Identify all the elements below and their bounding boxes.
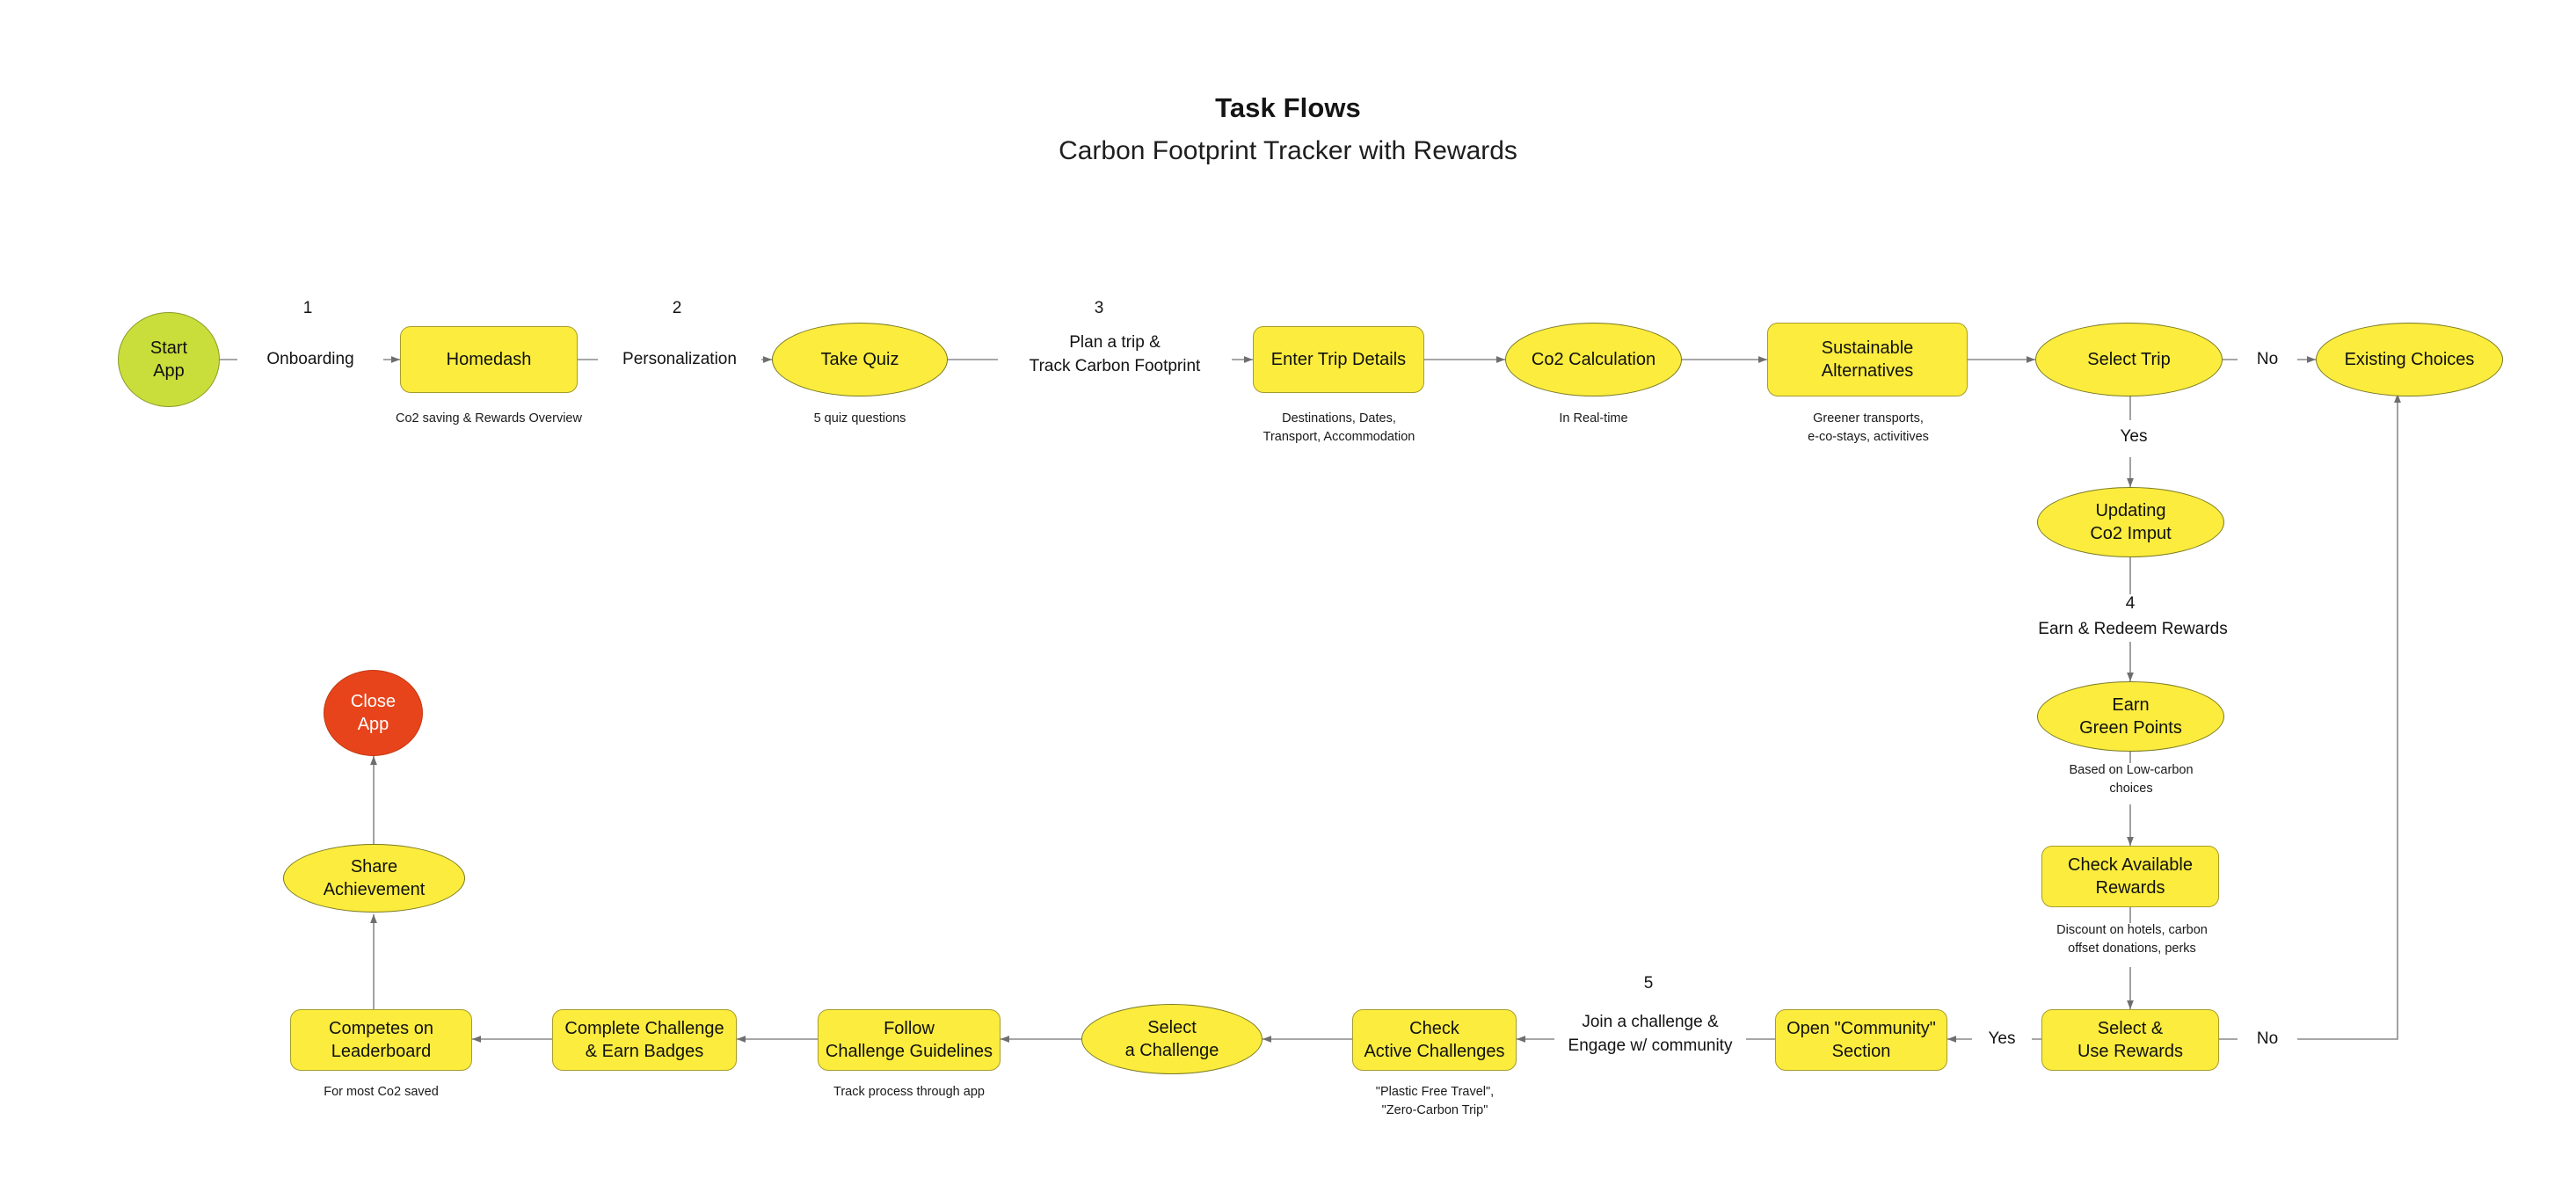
node-check-available-rewards[interactable]: Check Available Rewards [2041,846,2219,907]
caption-enter-trip-details: Destinations, Dates, Transport, Accommod… [1263,411,1415,444]
step-number-1: 1 [302,299,313,317]
node-sustainable-alternatives[interactable]: Sustainable Alternatives [1767,323,1968,396]
edge-label-rewards-yes: Yes [1972,1028,2032,1051]
node-complete-challenge-earn-badges[interactable]: Complete Challenge & Earn Badges [552,1009,737,1071]
node-enter-trip-details[interactable]: Enter Trip Details [1253,326,1424,393]
edge-label-plan-trip: Plan a trip & Track Carbon Footprint [998,331,1232,379]
caption-check-available-rewards: Discount on hotels, carbon offset donati… [2056,923,2208,956]
step-number-4: 4 [2125,594,2136,613]
edge-label-personalization: Personalization [598,348,761,372]
edge-label-earn-redeem: Earn & Redeem Rewards [2007,618,2259,642]
node-check-active-challenges[interactable]: Check Active Challenges [1352,1009,1517,1071]
node-updating-co2-imput[interactable]: Updating Co2 Imput [2037,487,2224,557]
node-open-community-section[interactable]: Open "Community" Section [1775,1009,1947,1071]
node-select-use-rewards[interactable]: Select & Use Rewards [2041,1009,2219,1071]
page-title: Task Flows [1215,92,1361,123]
node-homedash[interactable]: Homedash [400,326,578,393]
edge-label-join-challenge: Join a challenge & Engage w/ community [1554,1011,1746,1058]
node-take-quiz[interactable]: Take Quiz [772,323,948,396]
step-number-5: 5 [1643,974,1654,993]
edge-label-onboarding: Onboarding [237,348,383,372]
caption-sustainable-alternatives: Greener transports, e-co-stays, activiti… [1808,411,1929,444]
edge-label-select-trip-no: No [2238,348,2297,372]
page-subtitle: Carbon Footprint Tracker with Rewards [1059,136,1517,166]
step-number-2: 2 [672,299,682,317]
node-existing-choices[interactable]: Existing Choices [2316,323,2503,396]
node-competes-on-leaderboard[interactable]: Competes on Leaderboard [290,1009,472,1071]
node-select-a-challenge[interactable]: Select a Challenge [1081,1004,1263,1074]
edge-label-select-trip-yes: Yes [2104,425,2164,449]
node-earn-green-points[interactable]: Earn Green Points [2037,681,2224,752]
edge-no2-to-existingchoices [2282,394,2401,1040]
caption-follow-challenge-guidelines: Track process through app [833,1085,985,1099]
node-follow-challenge-guidelines[interactable]: Follow Challenge Guidelines [818,1009,1001,1071]
caption-competes-on-leaderboard: For most Co2 saved [324,1085,439,1099]
node-co2-calculation[interactable]: Co2 Calculation [1505,323,1682,396]
caption-check-active-challenges: "Plastic Free Travel", "Zero-Carbon Trip… [1375,1085,1495,1117]
diagram-header: Task Flows Carbon Footprint Tracker with… [0,91,2576,167]
caption-take-quiz: 5 quiz questions [813,411,906,425]
node-start-app[interactable]: Start App [118,312,220,407]
caption-earn-green-points: Based on Low-carbon choices [2069,763,2194,796]
node-close-app[interactable]: Close App [324,670,423,756]
step-number-3: 3 [1094,299,1104,317]
caption-homedash: Co2 saving & Rewards Overview [396,411,582,425]
node-share-achievement[interactable]: Share Achievement [283,844,465,913]
node-select-trip[interactable]: Select Trip [2035,323,2223,396]
caption-co2-calculation: In Real-time [1559,411,1628,425]
edge-label-rewards-no: No [2238,1028,2297,1051]
